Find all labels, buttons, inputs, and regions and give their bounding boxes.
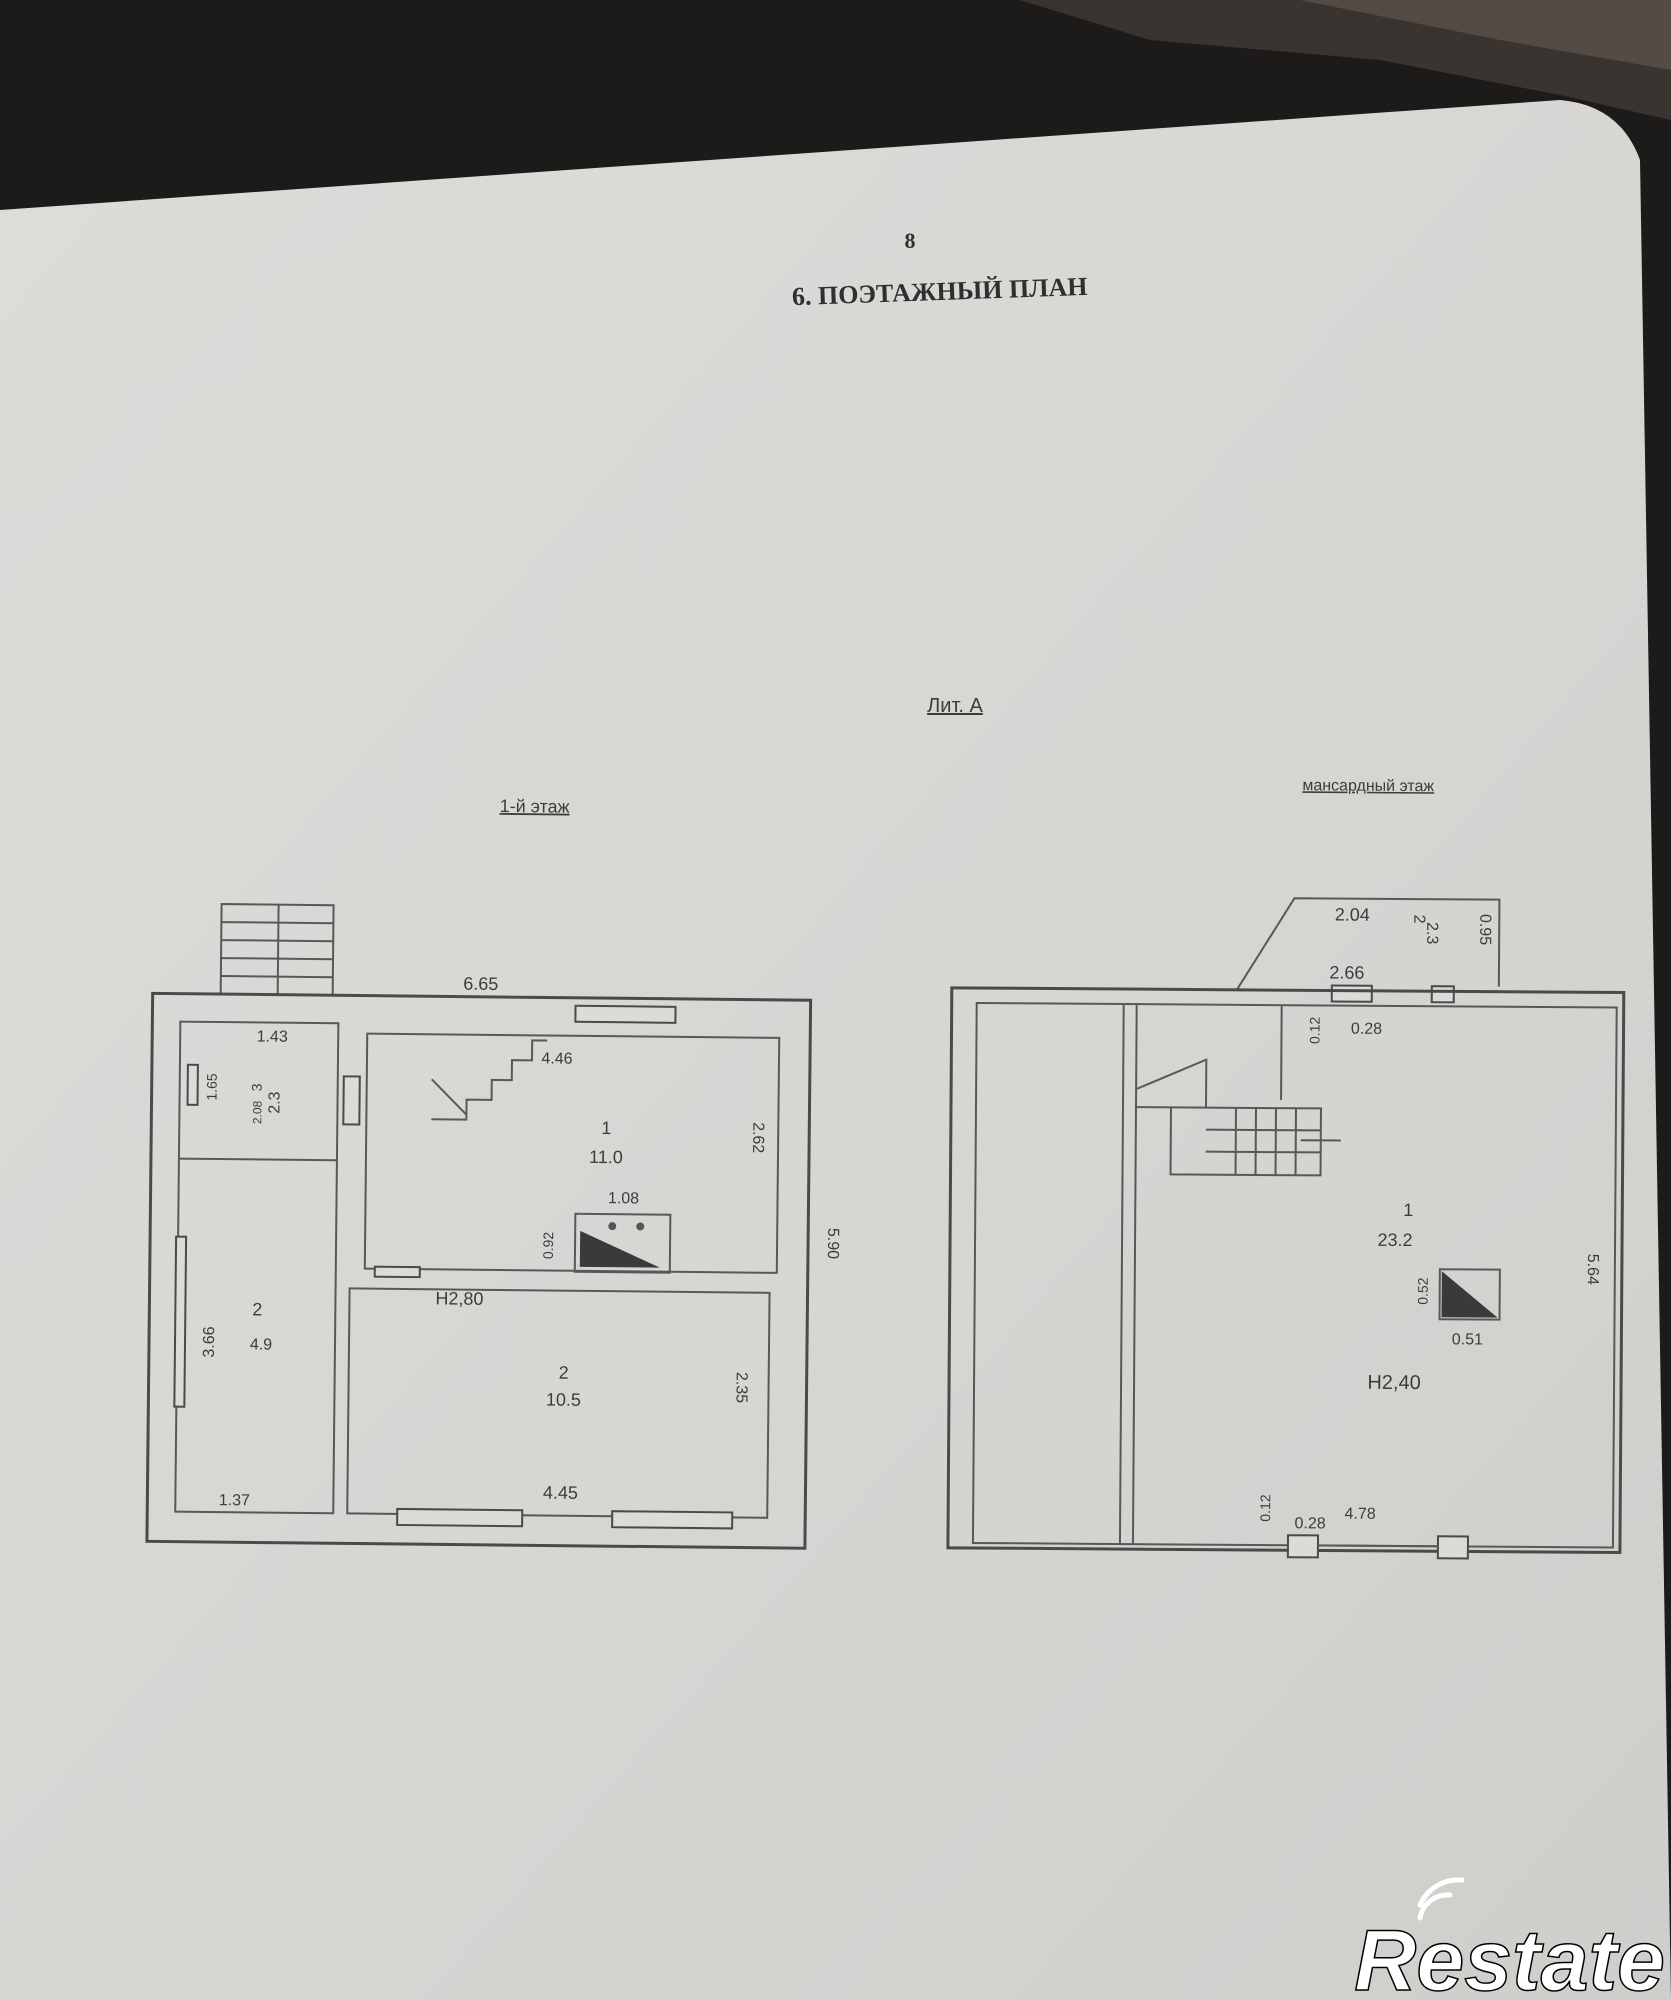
- ff-corridor-width: 1.43: [257, 1028, 288, 1045]
- attic-bottom-wall: 0.12: [1257, 1494, 1273, 1522]
- ff-room1-depth: 2.62: [749, 1122, 766, 1153]
- attic-top-gap: 0.28: [1351, 1021, 1382, 1038]
- attic-stairs: [1135, 1058, 1341, 1177]
- ff-veranda-area: 4.9: [250, 1336, 273, 1353]
- attic-chimney-w: 0.51: [1452, 1331, 1483, 1348]
- ff-room2-area: 10.5: [546, 1389, 581, 1409]
- ff-stove-depth: 0.92: [540, 1232, 556, 1260]
- ff-vestibule-depth: 2.08: [250, 1100, 264, 1124]
- ff-vestibule-height: 1.65: [204, 1073, 220, 1101]
- first-floor-plan: 1-й этаж: [145, 796, 841, 1550]
- ff-veranda-length: 3.66: [201, 1326, 218, 1357]
- first-floor-outer-wall: [145, 991, 813, 1550]
- attic-top-wall: 0.12: [1306, 1016, 1322, 1044]
- attic-room1-depth: 5.64: [1584, 1254, 1601, 1285]
- attic-bottom-gap: 0.28: [1294, 1515, 1325, 1532]
- ff-room2-width: 4.45: [543, 1482, 578, 1502]
- attic-height: Н2,40: [1367, 1372, 1421, 1394]
- restate-watermark: Restate: [1354, 1877, 1666, 2000]
- ff-height: Н2,80: [435, 1288, 483, 1309]
- attic-balcony-depth: 0.95: [1476, 914, 1493, 945]
- first-floor-label: 1-й этаж: [500, 796, 570, 817]
- attic-floor-plan: мансардный этаж 2.04 2 2.3 0.95 2.66: [946, 777, 1626, 1560]
- stove: [573, 1212, 672, 1274]
- ff-room2-depth: 2.35: [732, 1372, 749, 1403]
- watermark-brand: Restate: [1354, 1913, 1665, 2000]
- attic-floor-label: мансардный этаж: [1302, 777, 1434, 795]
- ff-overall-depth: 5.90: [824, 1228, 841, 1259]
- ff-room1-width: 4.46: [541, 1050, 572, 1067]
- ff-vestibule-area: 2.3: [266, 1091, 283, 1114]
- attic-balcony-width: 2.04: [1335, 905, 1370, 925]
- entrance-stairs: [219, 903, 335, 997]
- attic-balcony-area: 2.3: [1423, 922, 1440, 944]
- attic-chimney-h: 0.52: [1415, 1277, 1431, 1305]
- background-fabric-fold: [1300, 0, 1671, 70]
- ff-veranda-number: 2: [252, 1299, 262, 1319]
- ff-room2-number: 2: [559, 1363, 569, 1383]
- room1-outline: [363, 1032, 781, 1274]
- inner-stairs: [431, 1039, 548, 1121]
- sheet-label: Лит. А: [927, 695, 983, 717]
- attic-chimney: [1438, 1268, 1501, 1321]
- attic-room1-width: 4.78: [1345, 1506, 1376, 1523]
- ff-stove-width: 1.08: [608, 1190, 639, 1207]
- attic-balcony-inner: 2.66: [1329, 962, 1364, 982]
- signal-arcs-icon: [1417, 1877, 1465, 1921]
- attic-balcony-number: 2: [1410, 915, 1427, 924]
- ff-vestibule-number: 3: [249, 1083, 265, 1091]
- ff-veranda-width: 1.37: [219, 1492, 250, 1509]
- attic-room1-number: 1: [1403, 1200, 1413, 1220]
- paper-sheet: [0, 100, 1671, 2000]
- ff-overall-width: 6.65: [463, 974, 498, 994]
- attic-room1-area: 23.2: [1377, 1230, 1412, 1250]
- page-number: 8: [905, 228, 916, 253]
- room2-outline: [346, 1287, 771, 1519]
- ff-room1-number: 1: [601, 1118, 611, 1138]
- ff-room1-area: 11.0: [589, 1147, 623, 1167]
- attic-outer-wall: [946, 986, 1626, 1555]
